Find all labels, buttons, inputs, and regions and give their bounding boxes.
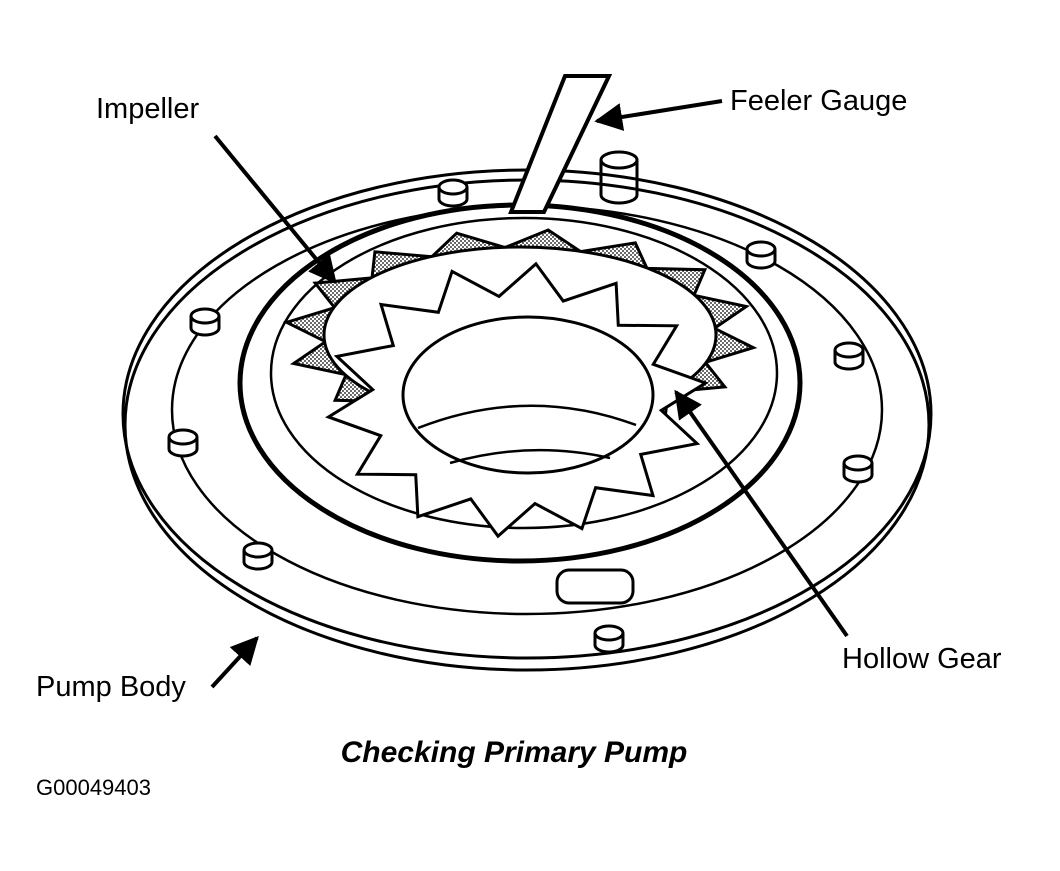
hollow-gear (325, 261, 709, 539)
hollow-gear-label: Hollow Gear (842, 643, 1002, 675)
pump-body-leader (210, 635, 259, 689)
feeler-gauge-blade (508, 74, 613, 214)
pump-body-label: Pump Body (36, 671, 186, 703)
bolt-head (189, 307, 221, 337)
bolt-head (437, 178, 469, 208)
feeler-gauge-leader (594, 99, 723, 131)
feeler-gauge-label: Feeler Gauge (730, 85, 907, 117)
impeller-label: Impeller (96, 93, 199, 125)
figure-caption: Checking Primary Pump (341, 736, 688, 769)
bolt-head (167, 428, 199, 458)
figure-id: G00049403 (36, 775, 151, 800)
hollow-gear-leader (674, 389, 849, 638)
bolt-group (167, 178, 874, 654)
impeller-leader (213, 134, 337, 285)
pump-port (555, 568, 635, 605)
dowel-pin (599, 150, 639, 205)
bolt-head (242, 541, 274, 571)
hollow-gear-teeth (325, 261, 709, 539)
bolt-head (842, 454, 874, 484)
bolt-head (593, 624, 625, 654)
leader-lines (210, 99, 849, 689)
bolt-head (833, 341, 865, 371)
bolt-head (745, 240, 777, 270)
gear-bore (401, 315, 655, 475)
